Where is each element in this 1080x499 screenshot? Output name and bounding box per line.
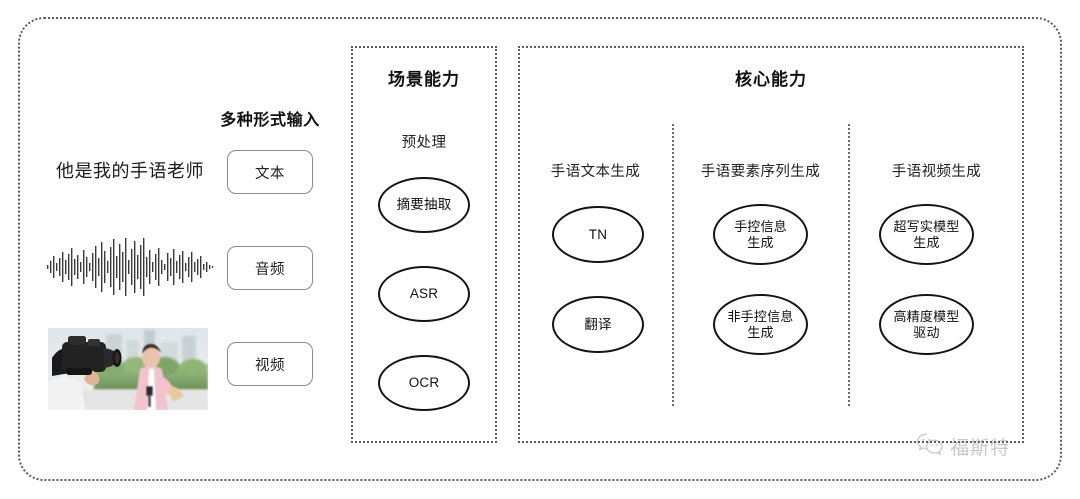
wechat-icon (915, 432, 945, 461)
core-capability-box (518, 46, 1024, 443)
scene-capability-subtitle: 预处理 (401, 135, 447, 151)
node-summary-extraction[interactable]: 摘要抽取 (378, 177, 470, 233)
node-label-line2: 驱动 (913, 324, 940, 340)
core-column-subtitle-sign-text-generation: 手语文本生成 (550, 164, 641, 180)
core-capability-title: 核心能力 (735, 70, 807, 89)
node-ocr[interactable]: OCR (378, 355, 470, 411)
video-thumbnail-image (48, 328, 208, 410)
node-label-line1: 超写实模型 (893, 219, 960, 235)
node-non-manual-info-generation[interactable]: 非手控信息 生成 (713, 294, 808, 355)
core-column-subtitle-sign-element-sequence-generation: 手语要素序列生成 (700, 164, 821, 180)
scene-capability-box (351, 46, 497, 443)
node-hyperrealistic-model-generation[interactable]: 超写实模型 生成 (879, 204, 974, 265)
watermark: 福斯特 (915, 432, 1010, 461)
node-label-line2: 生成 (913, 234, 940, 250)
node-label: ASR (409, 286, 439, 302)
node-label-wrap: 手控信息 生成 (730, 219, 791, 250)
node-label: OCR (408, 375, 440, 391)
core-column-divider-2 (848, 124, 850, 406)
scene-capability-title: 场景能力 (388, 70, 460, 89)
node-manual-info-generation[interactable]: 手控信息 生成 (713, 204, 808, 265)
input-chip-video[interactable]: 视频 (227, 342, 313, 386)
node-label: 翻译 (584, 316, 612, 332)
input-section-heading: 多种形式输入 (220, 112, 320, 129)
node-label-line2: 生成 (747, 234, 774, 250)
node-label-line1: 非手控信息 (727, 309, 794, 325)
audio-waveform-icon (45, 236, 215, 298)
node-tn[interactable]: TN (552, 206, 644, 263)
node-label: 摘要抽取 (396, 197, 452, 213)
sample-sentence-text: 他是我的手语老师 (56, 161, 204, 181)
watermark-text: 福斯特 (950, 438, 1011, 459)
node-label-line2: 生成 (747, 324, 774, 340)
outer-dotted-frame (18, 17, 1062, 481)
node-label-wrap: 高精度模型 驱动 (889, 309, 963, 340)
node-label-line1: 高精度模型 (893, 309, 960, 325)
node-label-line1: 手控信息 (734, 219, 787, 235)
node-label-wrap: 超写实模型 生成 (889, 219, 963, 250)
node-asr[interactable]: ASR (378, 266, 470, 322)
node-high-precision-model-driving[interactable]: 高精度模型 驱动 (879, 294, 974, 355)
input-chip-text[interactable]: 文本 (227, 150, 313, 194)
core-column-divider-1 (672, 124, 674, 406)
node-label-wrap: 非手控信息 生成 (723, 309, 797, 340)
input-chip-audio[interactable]: 音频 (227, 246, 313, 290)
node-translation[interactable]: 翻译 (552, 296, 644, 353)
core-column-subtitle-sign-video-generation: 手语视频生成 (891, 164, 982, 180)
node-label: TN (588, 226, 608, 242)
